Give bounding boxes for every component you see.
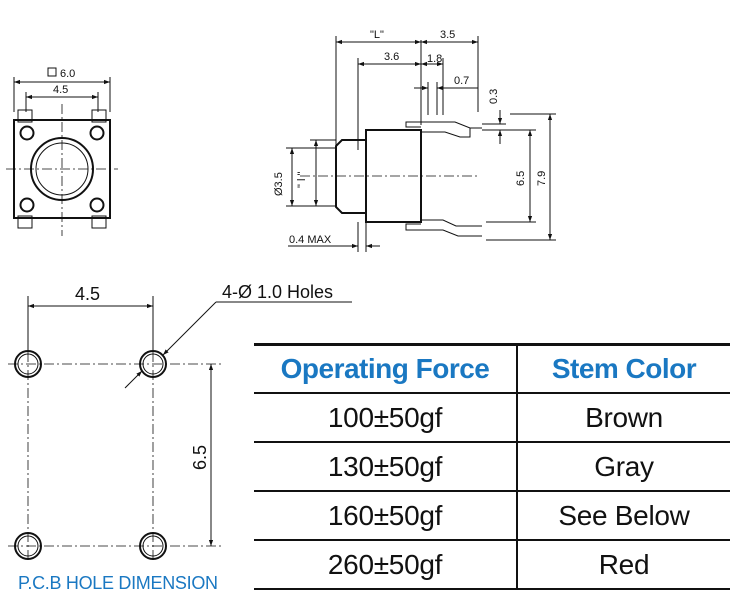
color-cell: Gray — [516, 442, 730, 492]
force-cell: 260±50gf — [254, 540, 517, 590]
header-stem-color: Stem Color — [516, 343, 730, 394]
pcb-holes-label: 4-Ø 1.0 Holes — [222, 282, 333, 302]
table-row: 160±50gf See Below — [254, 491, 730, 541]
dim-0-4-max: 0.4 MAX — [289, 234, 332, 246]
pcb-hole-dimension-title: P.C.B HOLE DIMENSION — [18, 573, 218, 593]
table-row: 130±50gf Gray — [254, 442, 730, 492]
dim-7-9: 7.9 — [536, 171, 548, 186]
operating-force-table: Operating Force Stem Color 100±50gf Brow… — [254, 343, 730, 590]
dim-0-7: 0.7 — [454, 75, 469, 87]
dim-1-8: 1.8 — [427, 53, 442, 65]
side-view: "L" 3.5 3.6 1.8 0.7 0.3 Ø3.5 " l " — [273, 29, 556, 252]
pcb-width-dim: 4.5 — [75, 284, 100, 304]
dim-0-3: 0.3 — [488, 89, 500, 104]
dim-l: " l " — [296, 172, 308, 188]
top-inner-dim: 4.5 — [53, 84, 68, 96]
pcb-hole — [139, 350, 167, 378]
force-cell: 160±50gf — [254, 491, 517, 541]
dim-L: "L" — [370, 29, 384, 41]
force-cell: 100±50gf — [254, 393, 517, 443]
color-cell: Brown — [516, 393, 730, 443]
dim-dia-3-5: Ø3.5 — [273, 172, 285, 196]
top-outer-dim: 6.0 — [60, 68, 75, 80]
color-cell: Red — [516, 540, 730, 590]
pcb-height-dim: 6.5 — [190, 445, 210, 470]
pcb-hole — [14, 532, 42, 560]
force-cell: 130±50gf — [254, 442, 517, 492]
pcb-hole-layout: 4.5 4-Ø 1.0 Holes 6.5 — [8, 282, 352, 560]
dim-6-5-side: 6.5 — [515, 171, 527, 186]
table-row: 260±50gf Red — [254, 540, 730, 590]
square-symbol-icon — [47, 67, 57, 77]
dim-3-5: 3.5 — [440, 29, 455, 41]
switch-stem — [335, 139, 366, 214]
table-row: 100±50gf Brown — [254, 393, 730, 443]
color-cell: See Below — [516, 491, 730, 541]
pcb-hole — [14, 350, 42, 378]
dim-3-6: 3.6 — [384, 51, 399, 63]
top-view: 6.0 4.5 — [6, 67, 118, 236]
table-header-row: Operating Force Stem Color — [254, 343, 730, 394]
header-operating-force: Operating Force — [254, 343, 517, 394]
pcb-hole — [139, 532, 167, 560]
